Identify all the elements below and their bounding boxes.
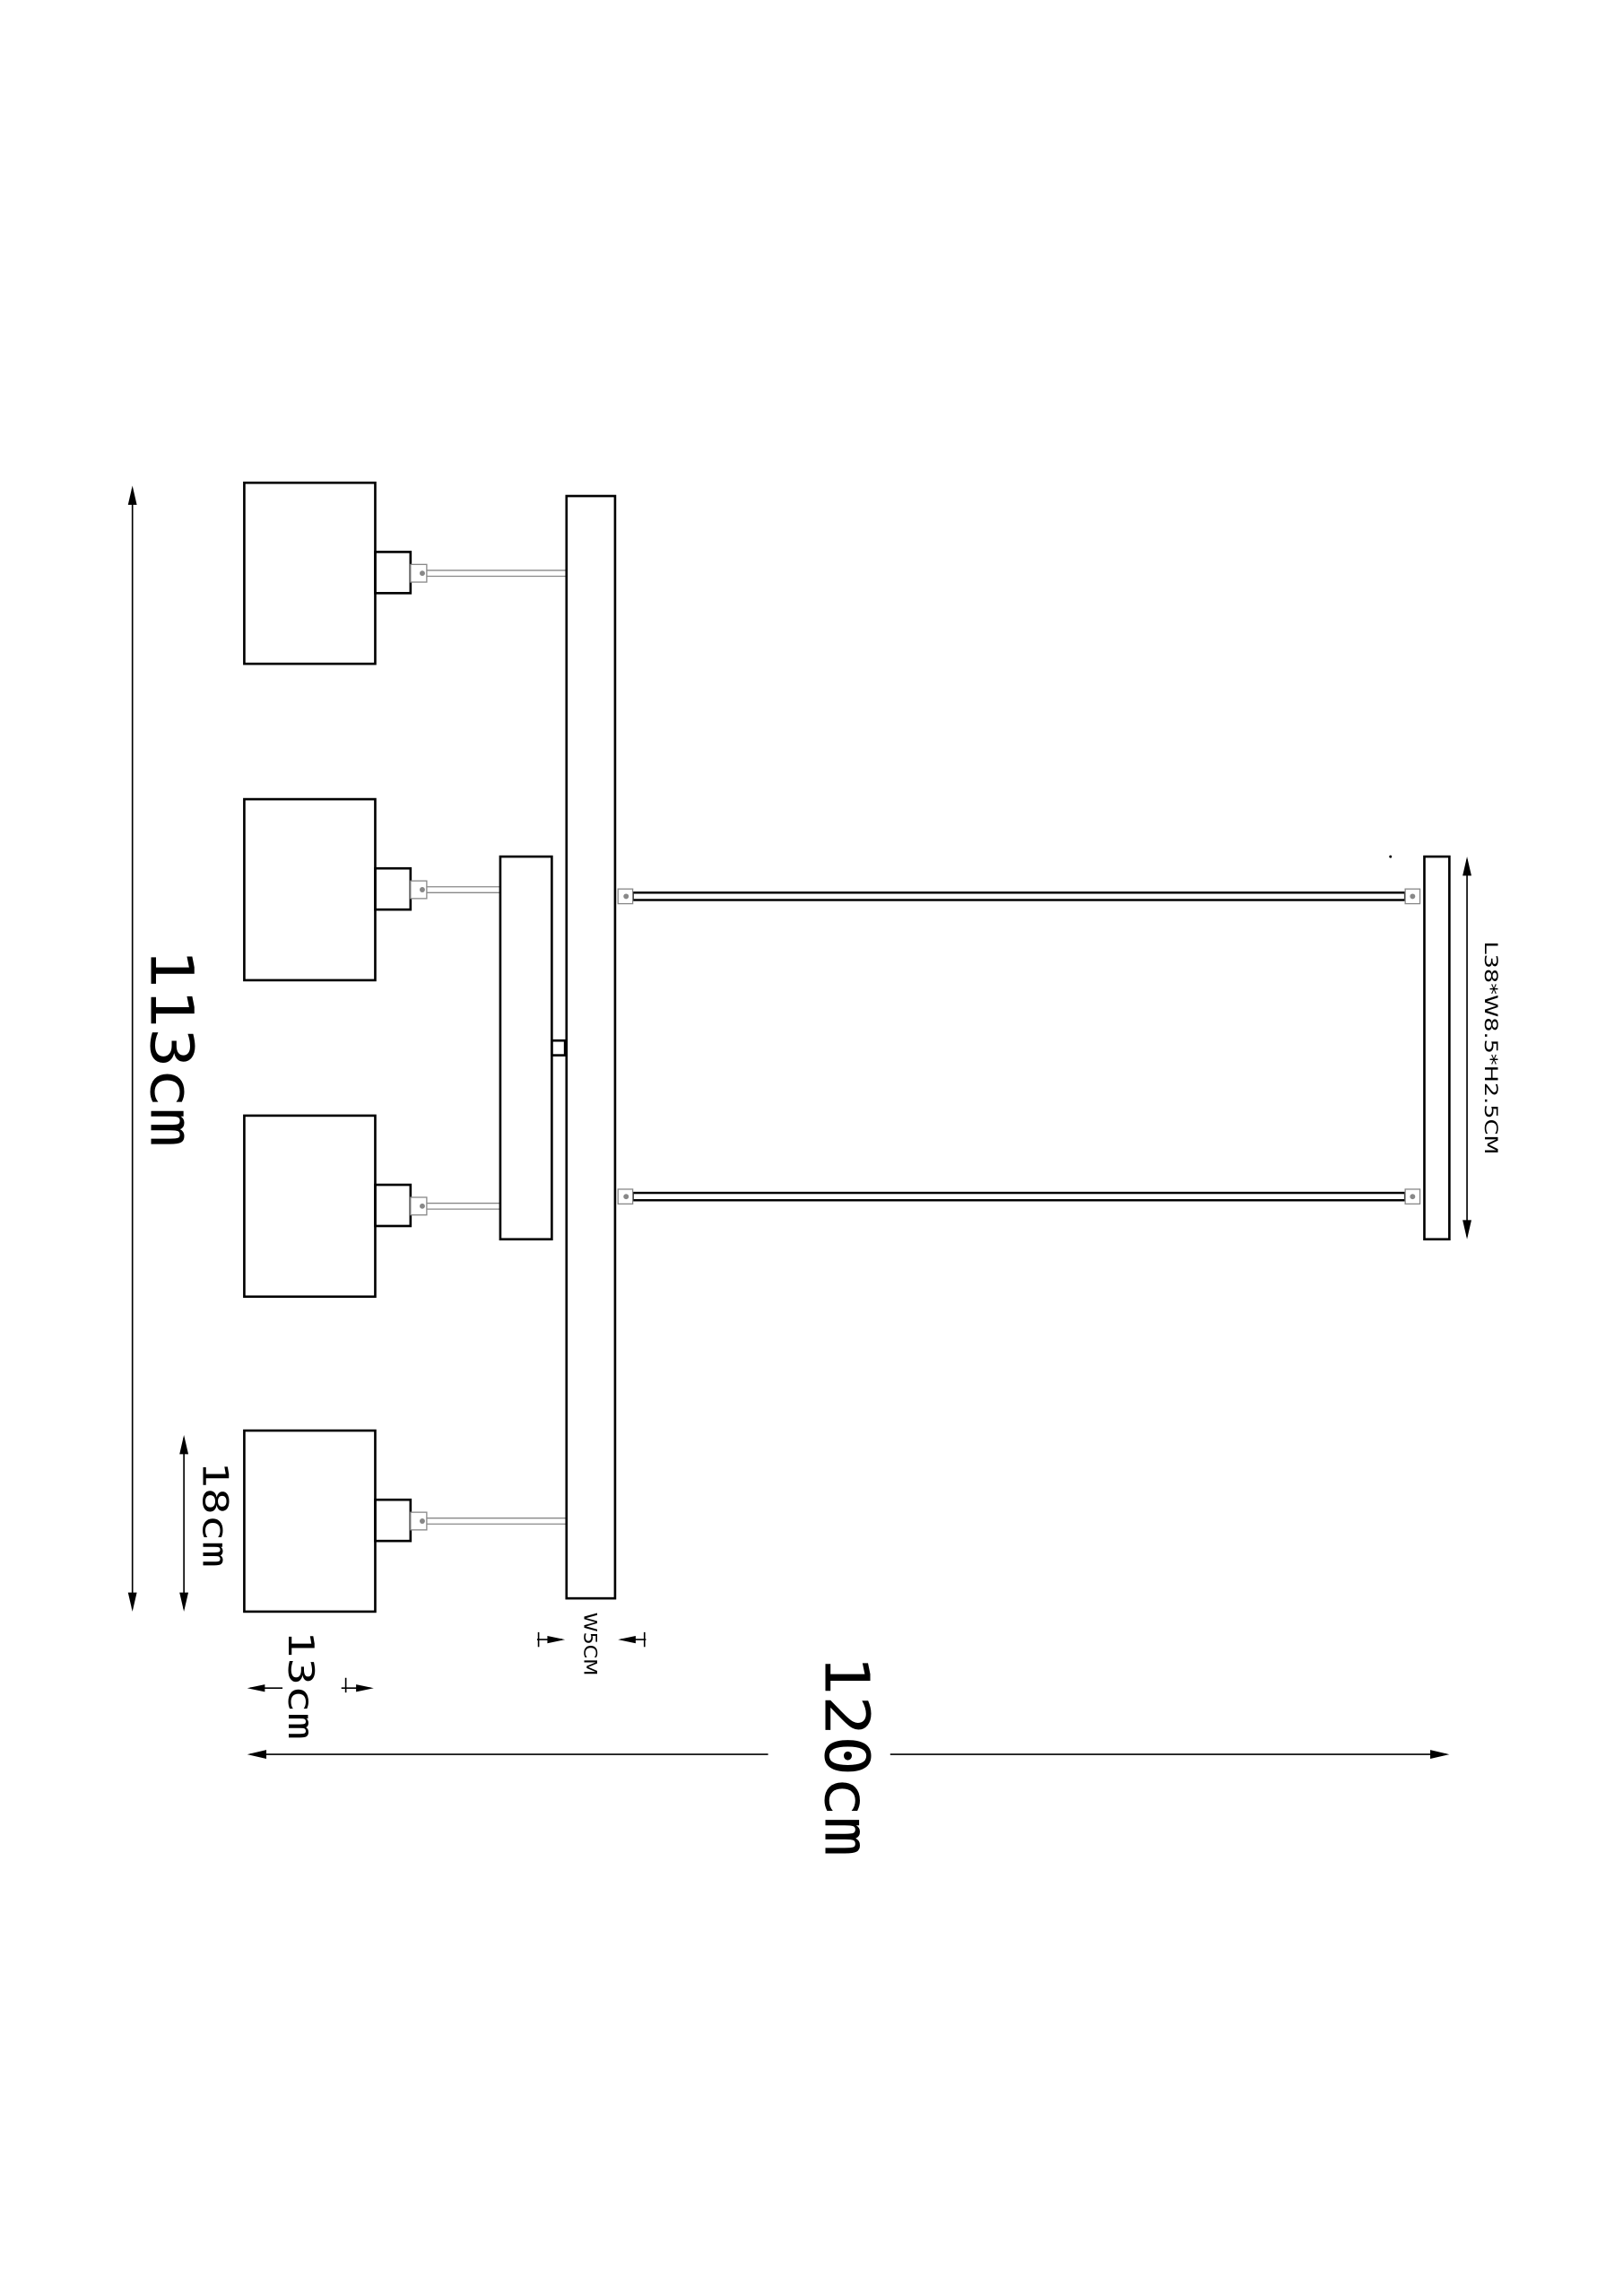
- overall-width-dimension: 120cm: [247, 1655, 1450, 1857]
- shade-2: [243, 797, 500, 982]
- lamp-socket: [374, 1183, 412, 1228]
- connector-screw: [420, 887, 425, 892]
- overall-height-arrow-top: [127, 485, 137, 505]
- rod: [631, 1191, 1407, 1202]
- main-bar: [565, 494, 617, 1600]
- connector-screw: [1410, 893, 1416, 900]
- canopy-dimension: L38*W8.5*H2.5CM: [1462, 857, 1501, 1239]
- lamp-shade: [243, 797, 377, 982]
- bar-width-dimension: W5CM: [536, 1613, 647, 1676]
- shade-3: [243, 1114, 500, 1299]
- cable-connector: [410, 880, 428, 900]
- overall-width-arrow-left: [247, 1750, 267, 1760]
- shade-1: [243, 481, 567, 665]
- cable-connector: [410, 1196, 428, 1216]
- lamp-socket: [374, 866, 412, 911]
- canopy-arrow-top: [1462, 857, 1471, 876]
- lamp-shade: [243, 1114, 377, 1299]
- canopy-arrow-bottom: [1462, 1220, 1471, 1239]
- lamp-socket: [374, 551, 412, 595]
- secondary-bar: [499, 855, 553, 1241]
- overall-height-arrow-bottom: [127, 1592, 137, 1612]
- cable-connector: [410, 1511, 428, 1531]
- shade-height-label: 18cm: [195, 1462, 236, 1568]
- rod: [631, 891, 1407, 901]
- cable-connector: [410, 563, 428, 583]
- canopy-size-label: L38*W8.5*H2.5CM: [1480, 941, 1501, 1154]
- ceiling-canopy: [1423, 855, 1451, 1241]
- overall-height-dimension: 113cm: [127, 485, 204, 1612]
- shade-4: [243, 1429, 567, 1613]
- connector-screw: [623, 893, 629, 900]
- connector-screw: [1410, 1194, 1416, 1200]
- bar-width-label: W5CM: [580, 1613, 601, 1676]
- suspension-rod-upper: [617, 888, 1421, 905]
- shade-width-label: 13cm: [280, 1631, 321, 1739]
- stray-dot: [1389, 855, 1393, 858]
- bar-width-arrow-right: [618, 1635, 636, 1644]
- connector-screw: [623, 1194, 629, 1200]
- shade-height-arrow-top: [179, 1434, 189, 1455]
- shade-width-arrow-right: [356, 1684, 374, 1692]
- suspension-rod-lower: [617, 1188, 1421, 1205]
- connector-screw: [420, 1518, 425, 1524]
- bar-joint: [551, 1039, 567, 1057]
- overall-width-arrow-right: [1430, 1750, 1450, 1760]
- overall-width-label: 120cm: [811, 1655, 882, 1857]
- lamp-shade: [243, 1429, 377, 1613]
- shade-width-arrow-left: [247, 1684, 265, 1692]
- lamp-socket: [374, 1498, 412, 1543]
- connector-screw: [420, 1203, 425, 1209]
- shade-height-arrow-bottom: [179, 1592, 189, 1612]
- bar-width-arrow-left: [547, 1635, 566, 1644]
- connector-screw: [420, 570, 425, 577]
- shade-height-dimension: 18cm: [179, 1434, 236, 1612]
- overall-height-label: 113cm: [136, 949, 204, 1148]
- lamp-shade: [243, 481, 377, 665]
- shade-width-dimension: 13cm: [247, 1631, 374, 1740]
